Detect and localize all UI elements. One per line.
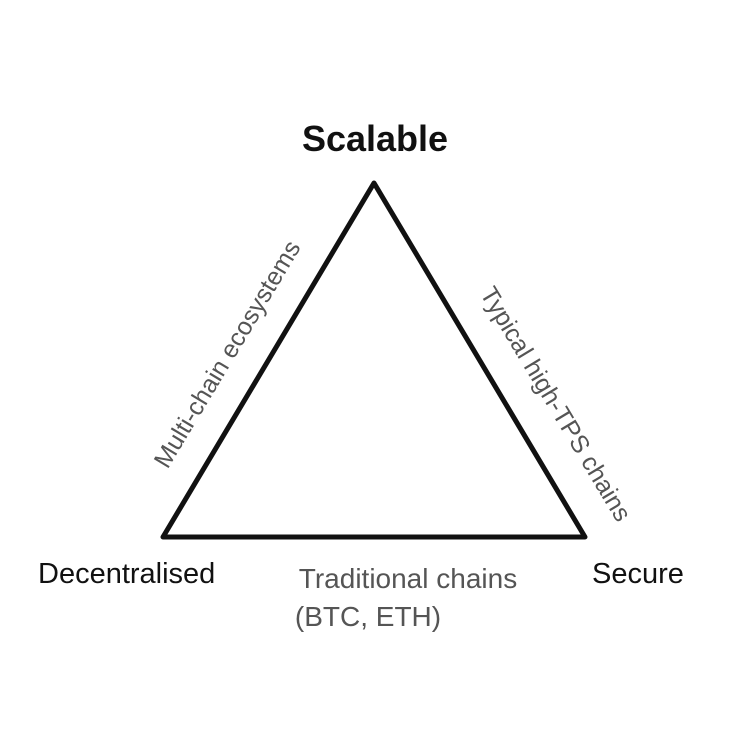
- edge-label-bottom: Traditional chains (BTC, ETH): [258, 560, 558, 636]
- triangle-shape: [160, 180, 588, 540]
- vertex-scalable: Scalable: [301, 118, 449, 159]
- edge-label-bottom-line2: (BTC, ETH): [294, 601, 442, 632]
- vertex-secure: Secure: [592, 558, 684, 590]
- vertex-decentralised: Decentralised: [38, 558, 216, 590]
- edge-label-bottom-line1: Traditional chains: [298, 563, 518, 594]
